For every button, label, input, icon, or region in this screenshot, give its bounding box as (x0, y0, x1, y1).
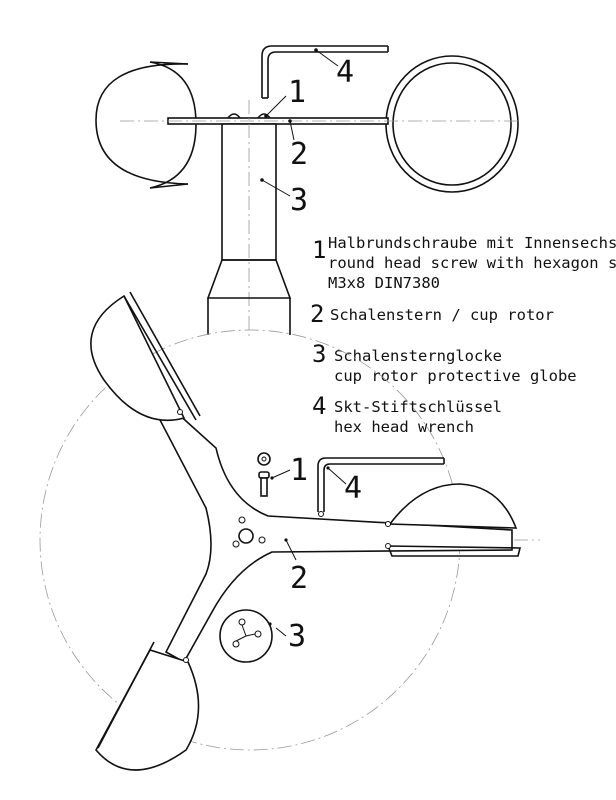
legend-item-2: 2 Schalenstern / cup rotor (310, 300, 554, 328)
top-view-cup-right (385, 483, 522, 557)
top-view-cup-upper-left (90, 291, 201, 422)
callout-2-top: 2 (290, 137, 308, 172)
top-view-cup-rotor (158, 411, 513, 664)
callout-1-top: 1 (288, 75, 306, 110)
top-view-hub (232, 516, 288, 548)
top-view-protective-globe (219, 609, 287, 663)
legend-item-4: 4 Skt-Stiftschlüssel hex head wrench (312, 392, 502, 436)
callout-3-bottom: 3 (288, 619, 306, 654)
top-view-hex-wrench (317, 457, 445, 517)
legend-number: 4 (312, 392, 326, 420)
side-view-protective-globe (206, 100, 292, 340)
callout-2-bottom: 2 (290, 561, 308, 596)
callout-4-bottom: 4 (344, 471, 362, 506)
top-view-screw (257, 452, 291, 497)
side-view-cup-rotor (120, 117, 520, 125)
legend-line: Skt-Stiftschlüssel (334, 398, 502, 416)
legend-line: Schalensternglocke (334, 347, 502, 365)
legend: 1 Halbrundschraube mit Innensechskant ro… (310, 234, 616, 436)
legend-line: cup rotor protective globe (334, 367, 577, 385)
callout-3-top: 3 (290, 183, 308, 218)
side-view-left-cup (95, 61, 197, 189)
legend-item-3: 3 Schalensternglocke cup rotor protectiv… (312, 340, 577, 385)
legend-number: 3 (312, 340, 326, 368)
legend-number: 1 (312, 236, 326, 264)
legend-line: round head screw with hexagon socket (328, 254, 616, 272)
top-view-cup-lower-left (95, 641, 200, 771)
top-view: 1 2 3 4 (39, 291, 540, 771)
side-view: 1 2 3 4 (95, 45, 520, 340)
callout-1-bottom: 1 (290, 453, 308, 488)
legend-item-1: 1 Halbrundschraube mit Innensechskant ro… (312, 234, 616, 292)
legend-line: hex head wrench (334, 418, 474, 436)
callout-4-top: 4 (336, 55, 354, 90)
side-view-right-cup (385, 55, 519, 193)
side-view-leaders (260, 48, 339, 197)
side-view-screws (227, 113, 271, 119)
legend-number: 2 (310, 300, 324, 328)
legend-line: Schalenstern / cup rotor (330, 306, 554, 324)
leader-2-bottom (285, 539, 297, 561)
legend-line: M3x8 DIN7380 (328, 274, 440, 292)
side-view-hex-wrench (261, 45, 389, 99)
legend-line: Halbrundschraube mit Innensechskant (328, 234, 616, 252)
